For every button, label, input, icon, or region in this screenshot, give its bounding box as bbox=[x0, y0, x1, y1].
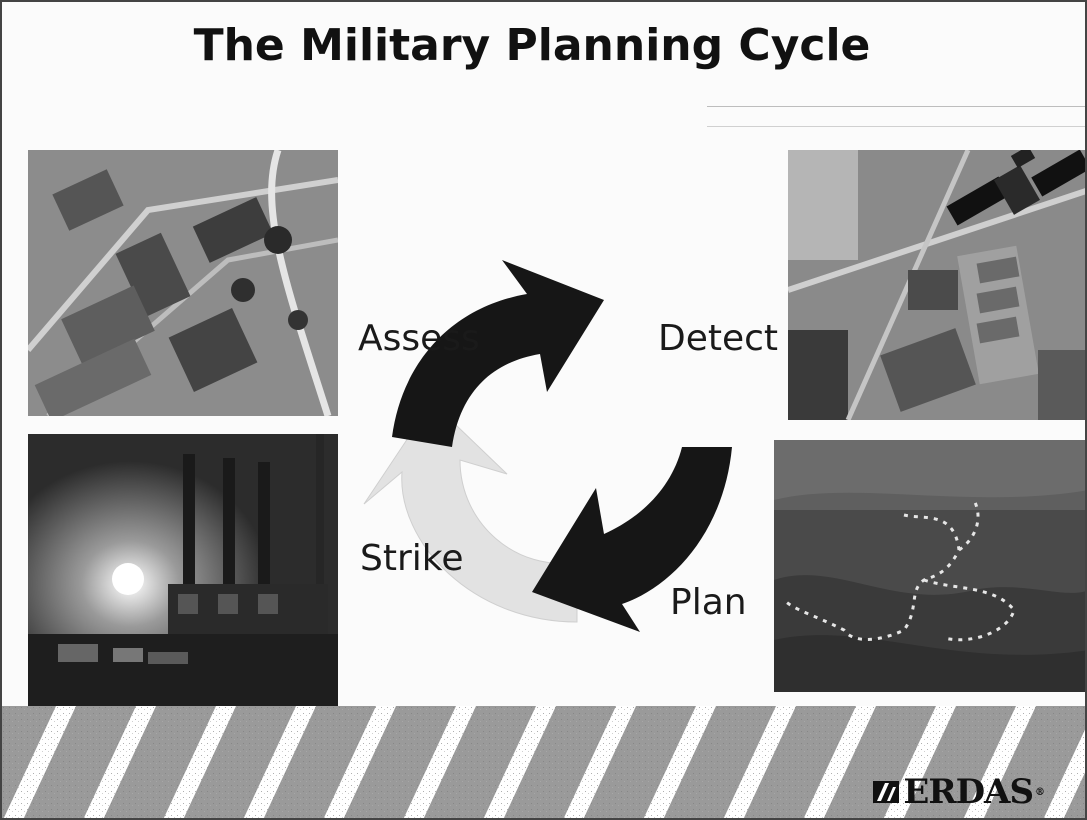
logo-text: ERDAS bbox=[903, 772, 1034, 812]
strike-arrow bbox=[363, 401, 578, 623]
plan-arrow bbox=[532, 447, 732, 632]
stage-label-assess: Assess bbox=[358, 318, 480, 359]
stage-label-strike: Strike bbox=[360, 538, 464, 579]
plan-photo bbox=[774, 440, 1085, 692]
detect-photo bbox=[788, 150, 1085, 420]
strike-photo bbox=[28, 434, 338, 706]
assess-arrow bbox=[392, 260, 604, 447]
logo-registered-mark: ® bbox=[1035, 786, 1045, 798]
stage-label-detect: Detect bbox=[658, 318, 779, 359]
slide-title: The Military Planning Cycle bbox=[193, 20, 871, 71]
divider-line bbox=[707, 126, 1085, 127]
footer-band bbox=[2, 706, 1085, 818]
divider-line bbox=[707, 106, 1085, 107]
stage-label-plan: Plan bbox=[670, 582, 747, 623]
assess-photo bbox=[28, 150, 338, 416]
planning-cycle-diagram bbox=[342, 242, 762, 646]
erdas-logo: ERDAS ® bbox=[871, 772, 1045, 812]
erdas-logo-icon bbox=[873, 781, 900, 803]
